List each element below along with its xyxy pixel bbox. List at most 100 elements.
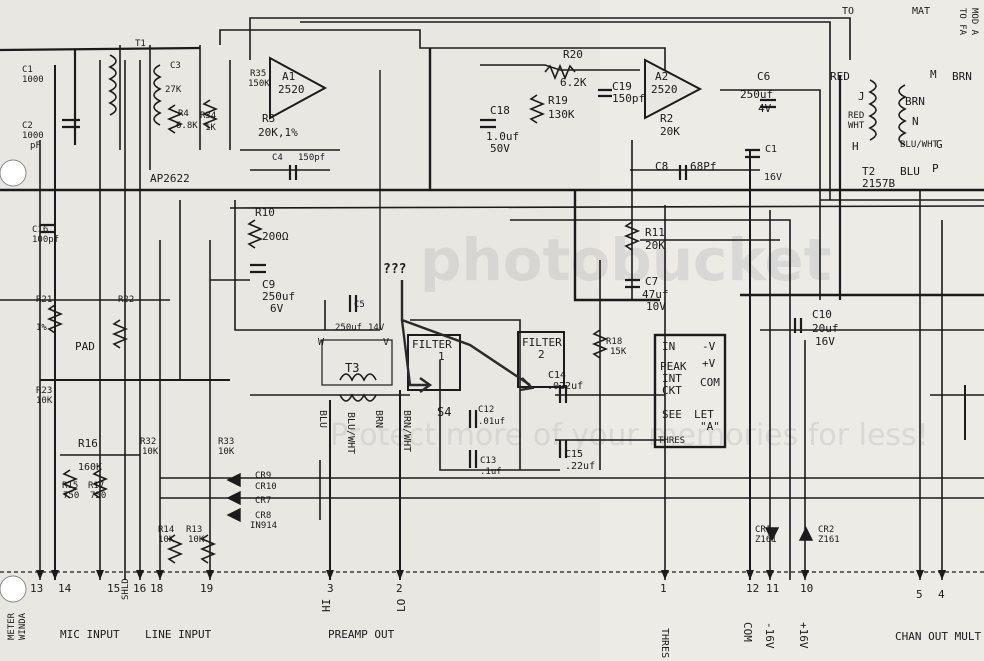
t2-bluwht: BLU/WHT [900,140,939,150]
c8-symbol [678,165,688,180]
a2-ref: A2 [655,70,668,83]
ic-let: LET [694,408,714,421]
ic-a: "A" [700,420,720,433]
filter2-box [517,331,565,388]
top-right-labels: TO MAT TO FA MOD A [842,6,979,36]
terminal-arrow [746,570,754,580]
terminal-arrow [766,570,774,580]
a2-input-wire [480,64,640,71]
r19-value: 130K [548,108,575,121]
r35-ref: R35 [250,69,266,79]
t3-ref: T3 [345,361,359,375]
cr1-value: Z161 [755,535,777,545]
s4-ref: S4 [437,405,451,419]
arrow-to-filter1 [400,319,428,387]
pin-15: 15 [107,582,120,595]
r14-value: 10K [158,535,175,545]
r3-value: 20K,1% [258,126,298,139]
t3-wire-labels: W V BLU/WHT BLU BRN BRN/WHT [317,337,412,454]
pin-16: 16 [133,582,146,595]
pin-3: 3 [327,582,334,595]
r10-symbol [246,219,264,249]
capacitors [40,88,803,468]
resistors [46,63,641,564]
secondary-bus [229,205,984,209]
diodes [226,472,814,542]
r23-ref: R23 [36,386,52,396]
mic-input-label: MIC INPUT [60,628,120,641]
preamp-out-label: PREAMP OUT [328,628,395,641]
t3-coil-1 [339,393,377,402]
t3-frame [321,339,393,386]
c7-symbol [625,278,640,289]
r17-symbol [91,469,109,499]
ic-plus-v: +V [702,357,716,370]
c9-symbol [250,263,266,274]
chan-out-label: CHAN OUT MULT [895,630,981,643]
a1-value: 2520 [278,83,305,96]
t2-n: N [912,115,919,128]
c6-ref: C6 [757,70,770,83]
c18-value: 1.0uf [486,130,519,143]
r18-value: 15K [610,347,627,357]
ic-in: IN [662,340,675,353]
t3-v: V [383,337,389,348]
c1b-ref: C1 [765,144,777,155]
r19-ref: R19 [548,94,568,107]
cr9-symbol [226,472,241,488]
t2-wht: WHT [848,121,865,131]
c4-ref: C4 [272,153,283,163]
c2-ref: C2 [22,121,33,131]
terminal-arrow [206,570,214,580]
r13-symbol [199,534,217,564]
terminal-arrow [801,570,809,580]
cr9-ref: CR9 [255,471,271,481]
wiring [0,17,984,580]
r16-value: 160K [78,462,102,473]
arrowhead-filter1 [419,377,433,393]
pad-label: PAD [75,340,95,353]
c4-symbol [288,165,298,180]
c14-ref: C14 [548,370,566,381]
t1-ref: T1 [135,39,146,49]
r17-ref: R17 [88,481,104,491]
opamp-a2-symbol [644,58,703,120]
cr2-value: Z161 [818,535,840,545]
c5-voltage: 14V [368,323,385,333]
plus16-label: +16V [797,622,810,649]
c1b-value: 16V [764,172,782,183]
c13-ref: C13 [480,456,496,466]
t3-blu: BLU [317,410,328,428]
filter-loop [410,319,521,470]
c7-ref: C7 [645,275,658,288]
meter-label: METER [7,612,17,640]
r33-value: 10K [218,447,235,457]
c6-symbol [760,98,776,109]
t3-brn: BRN [373,410,384,428]
c8-value: 68Pf [690,160,717,173]
c12-symbol [468,410,478,428]
t3-w: W [318,337,325,348]
r4-ref: R4 [178,109,189,119]
c19-value: 150pf [612,92,645,105]
cr2-symbol [798,526,814,541]
terminal-arrow [916,570,924,580]
t1-coil-2 [153,64,162,126]
r35-value: 150K [248,79,270,89]
c6-voltage: 4V [758,102,772,115]
filter2-label: FILTER [522,336,562,349]
r14-ref: R14 [158,525,174,535]
r34-symbol [201,99,219,129]
com-label: COM [741,622,754,642]
filter-labels: FILTER 1 FILTER 2 [412,336,562,363]
c15-symbol [558,440,568,458]
c9-voltage: 6V [270,302,284,315]
r21-symbol [46,304,64,334]
r15-value: 750 [63,491,79,501]
c1-value: 1000 [22,75,44,85]
r11-symbol [623,221,641,251]
r20-ref: R20 [563,48,583,61]
terminal-arrow [396,570,404,580]
c10-voltage: 16V [815,335,835,348]
t2-coil-1 [868,79,877,141]
